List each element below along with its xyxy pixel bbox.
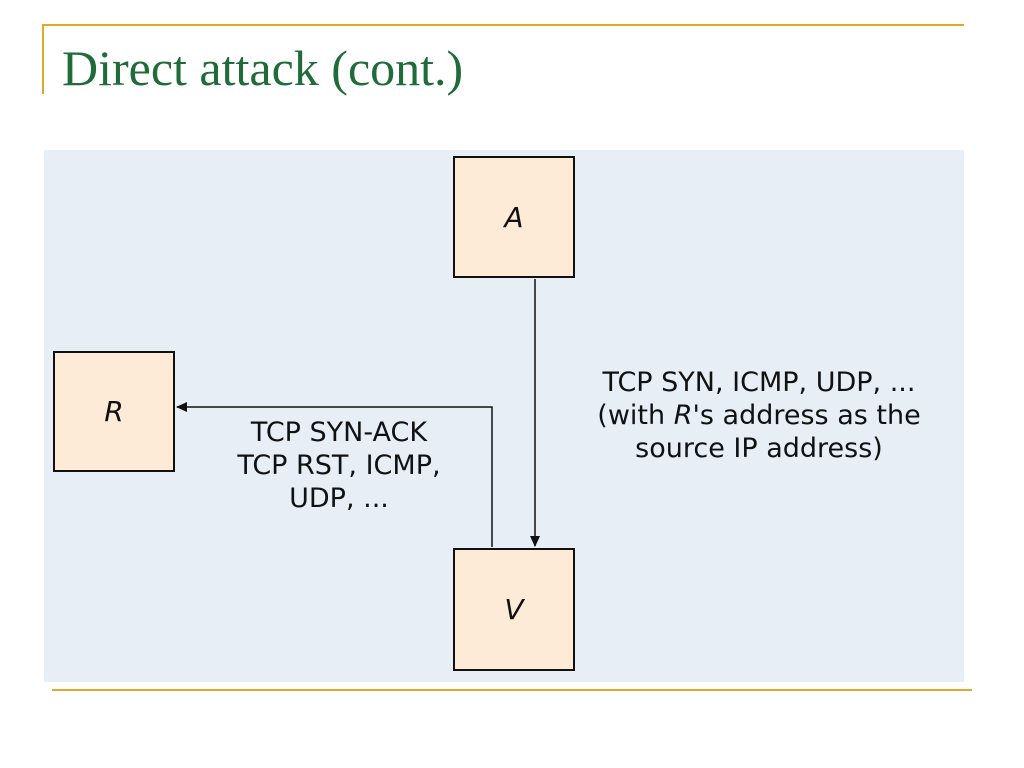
attack-label-line-3: source IP address) <box>635 433 883 464</box>
node-attacker: A <box>453 156 575 278</box>
diagram-edges <box>176 279 540 547</box>
node-victim: V <box>453 548 575 671</box>
reply-edge-arrow <box>176 402 493 547</box>
title-accent-line-left <box>42 24 44 94</box>
attack-label-line-1: TCP SYN, ICMP, UDP, ... <box>602 367 916 398</box>
node-victim-label: V <box>504 593 524 626</box>
attack-label-line-2-prefix: (with <box>597 400 674 431</box>
reply-label-line-3: UDP, ... <box>289 483 389 514</box>
attack-label-line-2: (with R's address as the <box>549 399 969 432</box>
slide-title: Direct attack (cont.) <box>62 40 464 96</box>
footer-accent-line <box>52 689 972 691</box>
attack-label-line-2-italic: R <box>673 400 693 431</box>
reply-edge-label: TCP SYN-ACK TCP RST, ICMP, UDP, ... <box>194 416 484 515</box>
node-attacker-label: A <box>504 200 524 234</box>
title-accent-line-top <box>42 24 964 26</box>
reply-label-line-2: TCP RST, ICMP, <box>237 450 441 481</box>
diagram-panel: A R V TCP SYN, ICMP, UDP, ... (with R's … <box>44 150 964 682</box>
node-reflector: R <box>53 351 175 472</box>
attack-edge-label: TCP SYN, ICMP, UDP, ... (with R's addres… <box>549 366 969 465</box>
attack-label-line-2-suffix: 's address as the <box>692 400 921 431</box>
reply-label-line-1: TCP SYN-ACK <box>250 417 428 448</box>
node-reflector-label: R <box>104 395 124 428</box>
